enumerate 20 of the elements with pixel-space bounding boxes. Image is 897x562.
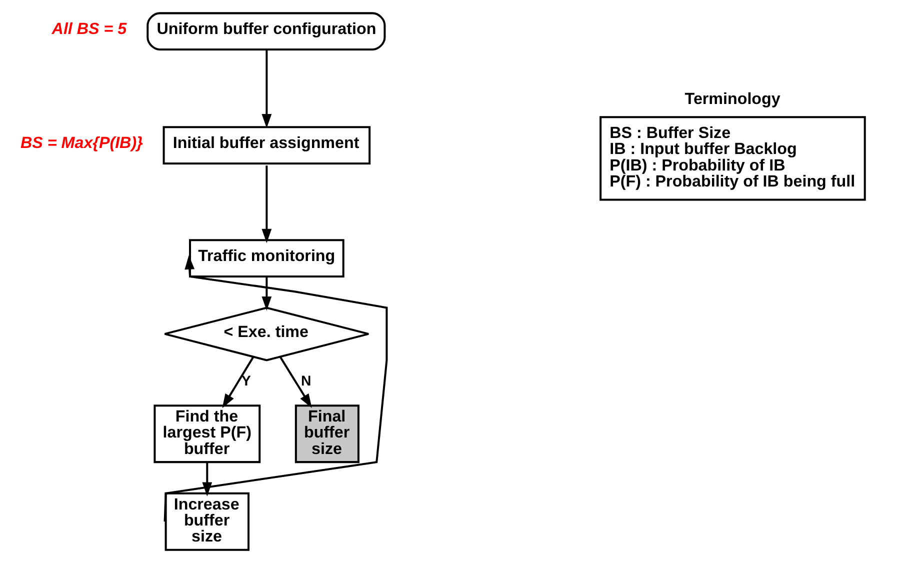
arrow	[202, 462, 212, 496]
edge-label: Y	[240, 372, 250, 389]
node-label: Terminology	[684, 90, 780, 108]
arrow	[261, 50, 272, 128]
node-box: Find the largest P(F) buffer	[153, 404, 260, 464]
arrow	[279, 356, 312, 408]
node-label: BS = Max{P(IB)}	[20, 134, 142, 152]
arrow	[261, 276, 272, 311]
arrow	[163, 255, 388, 522]
node-box: BS : Buffer Size IB : Input buffer Backlog P(IB) : Probability of IB P(F) : Probability of IB being full	[599, 116, 866, 201]
node-box: Traffic monitoring	[188, 239, 344, 278]
node-box: Uniform buffer configuration	[146, 12, 386, 50]
node-box: Increase buffer size	[164, 492, 250, 551]
arrow	[222, 356, 254, 408]
arrow	[261, 166, 272, 244]
node-label: All BS = 5	[51, 20, 126, 38]
node-box: Final buffer size	[294, 404, 359, 464]
edge-label: N	[300, 372, 311, 389]
node-box: Initial buffer assignment	[162, 126, 370, 164]
node-diamond: < Exe. time	[163, 306, 370, 362]
